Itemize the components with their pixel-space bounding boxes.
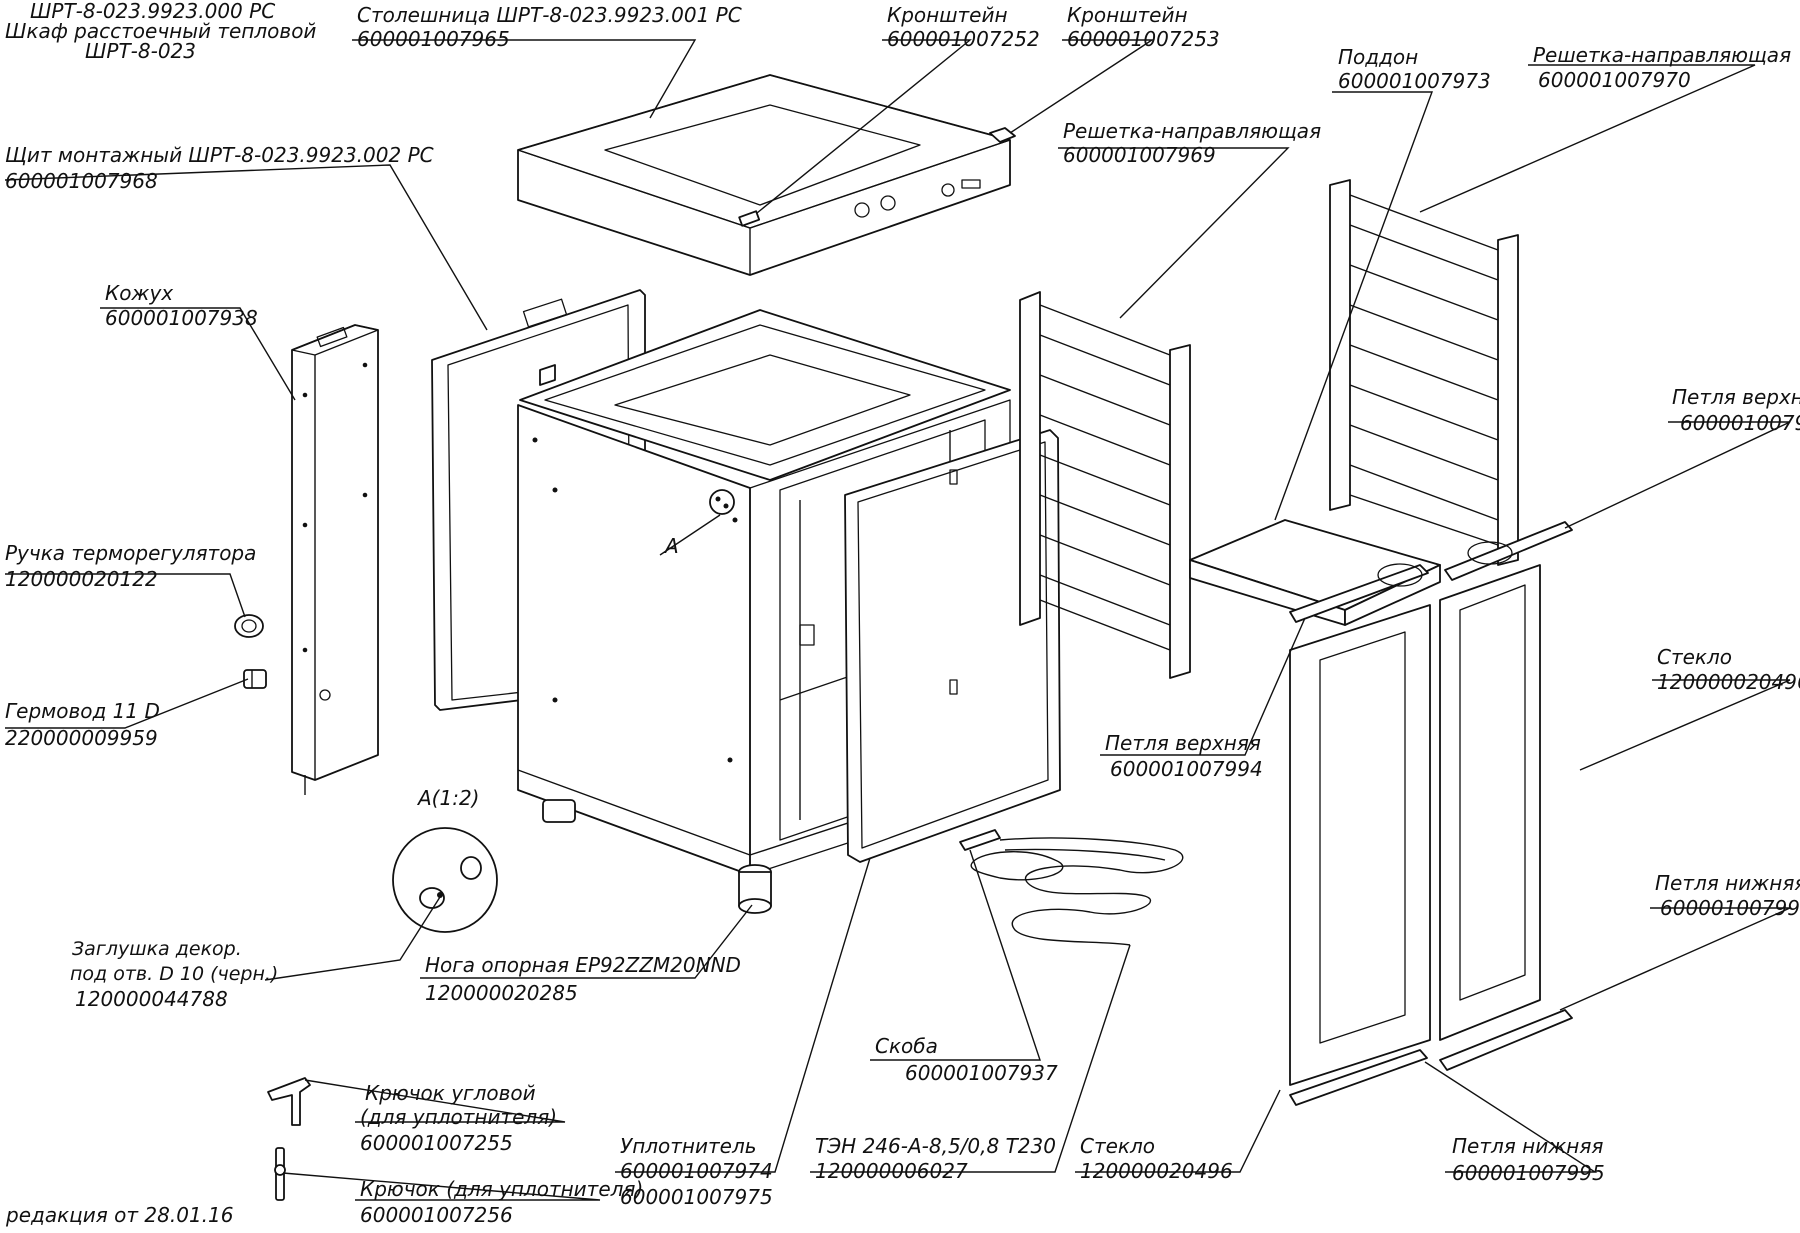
corner-hook-code: 600001007255 xyxy=(360,1131,513,1155)
guide-rack-2-code: 600001007970 xyxy=(1538,68,1691,92)
thermostat-knob-part xyxy=(234,614,264,638)
title-line-1: ШРТ-8-023.9923.000 РС xyxy=(30,0,275,23)
detail-a-view xyxy=(392,827,498,933)
title-line-3: ШРТ-8-023 xyxy=(85,39,196,63)
mounting-panel-code: 600001007968 xyxy=(5,169,158,193)
lower-hinge-2-name: Петля нижняя xyxy=(1452,1134,1603,1158)
detail-view-title: A(1:2) xyxy=(416,786,479,810)
cap-name-1: Заглушка декор. xyxy=(72,938,242,960)
glass-panel-1-part xyxy=(1439,564,1541,1041)
heater-name: ТЭН 246-А-8,5/0,8 Т230 xyxy=(815,1134,1056,1158)
tray-name: Поддон xyxy=(1338,45,1418,69)
clamp-code: 600001007937 xyxy=(905,1061,1058,1085)
heating-element-part xyxy=(970,837,1184,946)
cap-name-2: под отв. D 10 (черн.) xyxy=(70,963,278,985)
upper-hinge-1-part xyxy=(1444,521,1573,581)
corner-hook-part xyxy=(267,1077,311,1126)
corner-hook-name-2: (для уплотнителя) xyxy=(360,1105,557,1129)
upper-hinge-1-name: Петля верхняя xyxy=(1672,385,1800,409)
glass-2-code: 120000020496 xyxy=(1080,1159,1233,1183)
lower-hinge-2-part xyxy=(1289,1049,1428,1106)
glass-panel-2-part xyxy=(1289,604,1431,1086)
hook-name: Крючок (для уплотнителя) xyxy=(360,1177,643,1201)
guide-rack-2-name: Решетка-направляющая xyxy=(1533,43,1791,67)
revision-note: редакция от 28.01.16 xyxy=(5,1203,233,1227)
bracket-1-name: Кронштейн xyxy=(887,3,1008,27)
countertop-name: Столешница ШРТ-8-023.9923.001 РС xyxy=(357,3,742,27)
gasket-code-1: 600001007974 xyxy=(620,1159,773,1183)
lower-hinge-1-name: Петля нижняя xyxy=(1655,871,1800,895)
lower-hinge-1-part xyxy=(1439,1009,1573,1071)
bracket-2-name: Кронштейн xyxy=(1067,3,1188,27)
upper-hinge-2-code: 600001007994 xyxy=(1110,757,1263,781)
mounting-panel-name: Щит монтажный ШРТ-8-023.9923.002 РС xyxy=(5,143,434,167)
guide-rack-1-part xyxy=(1019,291,1191,679)
lower-hinge-1-code: 600001007996 xyxy=(1660,896,1800,920)
leader-lines xyxy=(4,39,1791,1201)
tray-code: 600001007973 xyxy=(1338,69,1491,93)
cover-name: Кожух xyxy=(105,281,173,305)
part-labels: Столешница ШРТ-8-023.9923.001 РС 6000010… xyxy=(5,3,1800,1227)
title-block: ШРТ-8-023.9923.000 РС Шкаф расстоечный т… xyxy=(5,0,316,63)
cover-part xyxy=(291,324,379,795)
hook-part xyxy=(274,1147,286,1201)
gasket-code-2: 600001007975 xyxy=(620,1185,773,1209)
lower-hinge-2-code: 600001007995 xyxy=(1452,1161,1605,1185)
glass-1-name: Стекло xyxy=(1657,645,1732,669)
gland-code: 220000009959 xyxy=(5,726,158,750)
glass-2-name: Стекло xyxy=(1080,1134,1155,1158)
glass-1-code: 120000020496 xyxy=(1657,670,1800,694)
guide-rack-1-code: 600001007969 xyxy=(1063,143,1216,167)
cap-code: 120000044788 xyxy=(75,987,228,1011)
heater-code: 120000006027 xyxy=(815,1159,968,1183)
guide-rack-2-part xyxy=(1329,179,1519,566)
bracket-1-code: 600001007252 xyxy=(887,27,1040,51)
cable-gland-part xyxy=(243,669,267,689)
knob-code: 120000020122 xyxy=(5,567,158,591)
knob-name: Ручка терморегулятора xyxy=(5,541,256,565)
detail-a-marker: A xyxy=(663,534,679,558)
upper-hinge-2-name: Петля верхняя xyxy=(1105,731,1261,755)
upper-hinge-1-code: 600001007993 xyxy=(1680,411,1800,435)
bracket-2-code: 600001007253 xyxy=(1067,27,1220,51)
countertop-code: 600001007965 xyxy=(357,27,510,51)
corner-hook-name-1: Крючок угловой xyxy=(365,1081,536,1105)
hook-code: 600001007256 xyxy=(360,1203,513,1227)
support-leg-part xyxy=(738,864,772,914)
leg-name: Нога опорная EP92ZZM20NND xyxy=(425,953,741,977)
guide-rack-1-name: Решетка-направляющая xyxy=(1063,119,1321,143)
bracket-part-2 xyxy=(989,127,1016,143)
gasket-part xyxy=(844,429,1061,863)
leg-code: 120000020285 xyxy=(425,981,578,1005)
countertop-part xyxy=(517,74,1011,276)
clamp-name: Скоба xyxy=(875,1034,938,1058)
upper-hinge-2-part xyxy=(1289,563,1429,623)
gland-name: Гермовод 11 D xyxy=(5,699,160,723)
title-line-2: Шкаф расстоечный тепловой xyxy=(5,19,316,43)
cover-code: 600001007938 xyxy=(105,306,258,330)
gasket-name: Уплотнитель xyxy=(620,1134,757,1158)
clamp-part xyxy=(959,829,1001,851)
